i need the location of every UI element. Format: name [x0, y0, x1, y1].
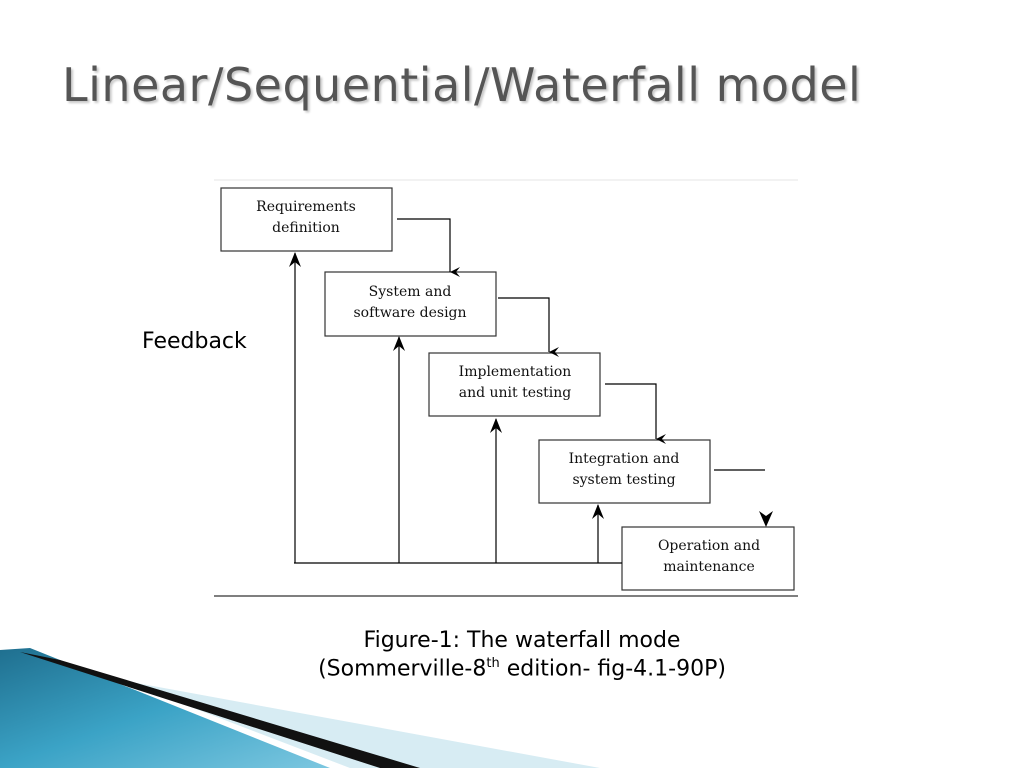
forward-arrow-1: [397, 218, 460, 277]
stage-label-line1: System and: [369, 284, 452, 300]
stage-label-line1: Operation and: [658, 538, 760, 554]
stage-label-line1: Requirements: [256, 199, 356, 215]
swoosh-dark: [20, 652, 420, 768]
stage-label-line2: definition: [272, 220, 340, 236]
stage-label-line2: software design: [353, 305, 466, 321]
figure-caption-line1: Figure-1: The waterfall mode: [363, 628, 681, 653]
caption-suffix: edition- fig-4.1-90P): [499, 656, 726, 682]
forward-arrow-2: [498, 297, 559, 357]
stage-implementation: Implementation and unit testing: [428, 352, 601, 417]
stage-label-line1: Implementation: [459, 364, 572, 380]
feedback-label: Feedback: [142, 329, 247, 354]
stage-system-design: System and software design: [324, 271, 497, 337]
slide-title: Linear/Sequential/Waterfall model: [62, 58, 862, 112]
caption-superscript: th: [486, 656, 500, 671]
stage-label-line2: maintenance: [663, 559, 755, 575]
swoosh-light: [120, 680, 600, 768]
stage-label-line2: system testing: [572, 472, 675, 488]
swoosh-teal: [0, 648, 330, 768]
forward-arrowhead-4: [759, 511, 773, 527]
stage-integration: Integration and system testing: [538, 439, 711, 504]
stage-operation: Operation and maintenance: [621, 526, 795, 591]
caption-prefix: (Sommerville-8: [318, 656, 487, 682]
stage-label-line2: and unit testing: [459, 385, 572, 401]
figure-caption-line2: (Sommerville-8th edition- fig-4.1-90P): [262, 656, 782, 681]
forward-arrow-3: [605, 383, 666, 444]
stage-requirements: Requirements definition: [220, 187, 393, 252]
stage-label-line1: Integration and: [569, 451, 680, 467]
